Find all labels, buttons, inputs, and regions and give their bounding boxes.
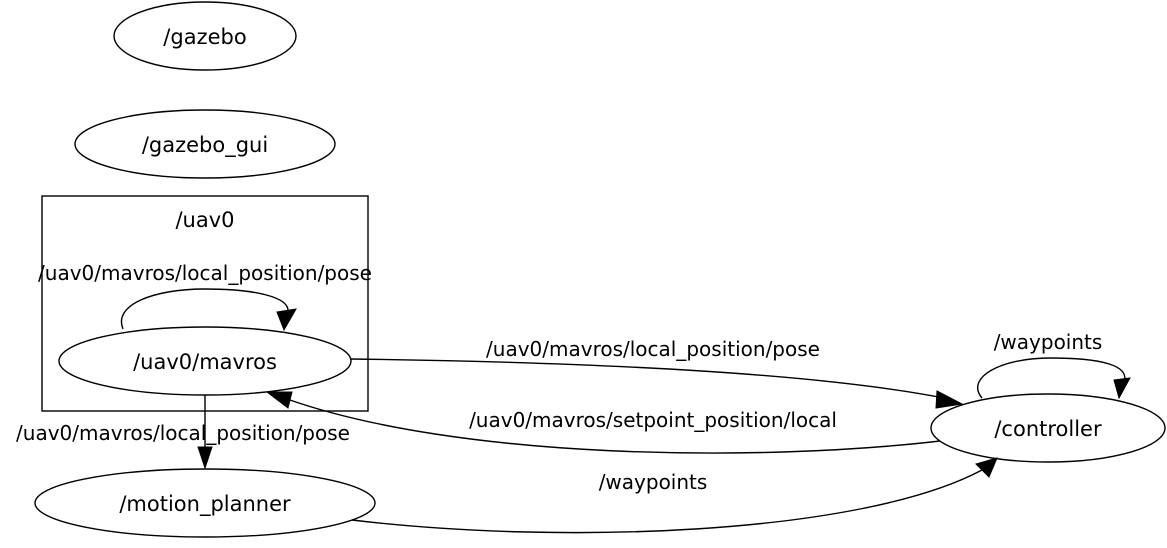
edge-mavros-to-controller-label: /uav0/mavros/local_position/pose	[486, 337, 820, 361]
cluster-label: /uav0	[175, 208, 234, 232]
node-gazebo[interactable]: /gazebo	[113, 1, 297, 71]
edge-controller-self-path	[976, 357, 1126, 399]
edge-mavros-self-path	[120, 288, 289, 330]
edge-mavros-to-planner: /uav0/mavros/local_position/pose	[16, 395, 350, 470]
node-motion-planner[interactable]: /motion_planner	[34, 468, 376, 538]
edge-mavros-to-planner-arrowhead	[197, 446, 213, 470]
cluster-uav0: /uav0	[41, 195, 369, 412]
edge-controller-to-mavros: /uav0/mavros/setpoint_position/local	[265, 391, 941, 454]
node-mavros[interactable]: /uav0/mavros	[58, 326, 352, 396]
node-gazebo-gui[interactable]: /gazebo_gui	[74, 109, 336, 179]
edge-controller-to-mavros-arrowhead	[265, 391, 293, 409]
edge-mavros-self-arrowhead	[276, 308, 297, 332]
edge-controller-self-loop: /waypoints	[976, 330, 1131, 400]
node-gazebo-ellipse	[113, 1, 297, 71]
edge-planner-to-controller-path	[351, 469, 983, 534]
node-gazebo-label: /gazebo	[163, 25, 246, 49]
node-gazebo-gui-label: /gazebo_gui	[142, 133, 268, 158]
edge-controller-self-label: /waypoints	[994, 330, 1103, 354]
edge-mavros-to-controller-path	[350, 358, 945, 399]
node-mavros-label: /uav0/mavros	[133, 350, 277, 374]
edge-mavros-self-label: /uav0/mavros/local_position/pose	[38, 261, 372, 285]
edge-mavros-to-controller: /uav0/mavros/local_position/pose	[350, 337, 964, 409]
edge-mavros-self-loop: /uav0/mavros/local_position/pose	[38, 261, 372, 332]
edge-mavros-to-controller-arrowhead	[935, 390, 964, 409]
node-motion-planner-label: /motion_planner	[119, 492, 291, 517]
edge-mavros-to-planner-label: /uav0/mavros/local_position/pose	[16, 421, 350, 445]
node-controller-label: /controller	[994, 417, 1102, 441]
node-controller[interactable]: /controller	[930, 393, 1166, 463]
node-gazebo-gui-ellipse	[74, 109, 336, 179]
edge-controller-to-mavros-label: /uav0/mavros/setpoint_position/local	[469, 408, 837, 432]
edge-planner-to-controller-label: /waypoints	[599, 470, 708, 494]
edge-planner-to-controller: /waypoints	[351, 457, 998, 534]
edge-controller-self-arrowhead	[1113, 377, 1131, 400]
edge-planner-to-controller-arrowhead	[975, 457, 998, 478]
edge-controller-to-mavros-path	[286, 398, 941, 454]
node-controller-ellipse	[930, 393, 1166, 463]
